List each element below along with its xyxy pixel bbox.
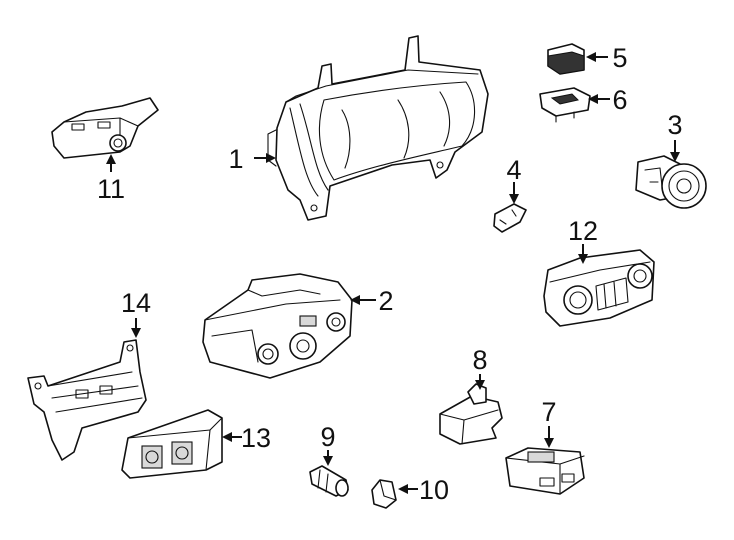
arrowhead-9 — [323, 456, 333, 466]
part-module-bracket[interactable] — [51, 97, 159, 159]
arrowhead-13 — [222, 432, 232, 442]
part-small-switch[interactable] — [493, 203, 527, 233]
part-lamp-socket[interactable] — [309, 465, 349, 497]
arrowhead-2 — [350, 295, 360, 305]
callout-4: 4 — [506, 155, 521, 185]
arrowhead-4 — [509, 194, 519, 204]
part-instrument-cluster[interactable] — [267, 35, 489, 221]
arrowhead-10 — [398, 484, 408, 494]
arrowhead-14 — [131, 328, 141, 338]
callout-1: 1 — [228, 144, 243, 174]
arrowhead-1 — [266, 153, 276, 163]
part-switch-bezel[interactable] — [539, 87, 591, 123]
callout-14: 14 — [121, 288, 151, 318]
callout-10: 10 — [419, 475, 449, 505]
callout-12: 12 — [568, 216, 598, 246]
part-switch-panel[interactable] — [121, 409, 223, 479]
callout-5: 5 — [612, 43, 627, 73]
leader-lines — [106, 52, 680, 494]
arrowhead-5 — [586, 52, 596, 62]
part-switch-knob[interactable] — [547, 43, 585, 75]
part-sensor-bracket[interactable] — [439, 383, 503, 445]
callout-9: 9 — [320, 422, 335, 452]
part-cap[interactable] — [371, 479, 397, 509]
callout-8: 8 — [472, 345, 487, 375]
callout-3: 3 — [667, 110, 682, 140]
part-ignition-switch[interactable] — [635, 155, 707, 209]
callout-6: 6 — [612, 85, 627, 115]
arrowhead-12 — [578, 254, 588, 264]
part-rear-climate-control[interactable] — [543, 249, 655, 327]
callout-13: 13 — [241, 423, 271, 453]
callout-numbers: 1 2 3 4 5 6 7 8 9 10 11 12 13 14 — [97, 43, 683, 505]
callout-2: 2 — [378, 286, 393, 316]
part-control-module[interactable] — [505, 447, 585, 495]
arrowhead-8 — [475, 380, 485, 390]
part-climate-control-panel[interactable] — [202, 273, 353, 379]
arrowhead-7 — [544, 438, 554, 448]
arrowhead-3 — [670, 152, 680, 162]
arrowhead-11 — [106, 154, 116, 164]
part-mounting-bracket[interactable] — [27, 339, 147, 461]
callout-7: 7 — [541, 397, 556, 427]
arrowhead-6 — [588, 94, 598, 104]
callout-11: 11 — [97, 174, 125, 204]
